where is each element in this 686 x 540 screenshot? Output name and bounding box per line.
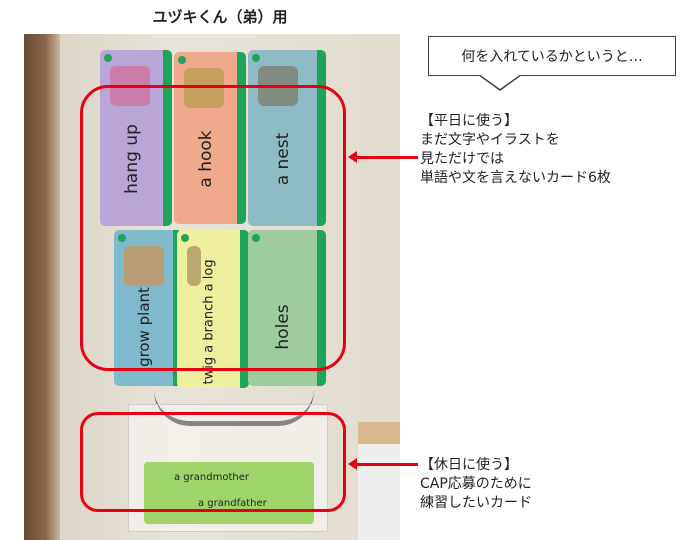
bubble-tail-fill [479,74,521,89]
card-text: a grandfather [198,498,267,509]
flash-card: a hook [174,52,246,224]
weekday-highlight [80,85,346,371]
speech-bubble: 何を入れているかというと… [428,36,676,76]
bag-card: a grandmother a grandfather [144,462,314,524]
note-line: CAP応募のために [420,476,532,492]
weekday-note: 【平日に使う】 まだ文字やイラストを 見ただけでは 単語や文を言えないカード6枚 [420,112,611,188]
flash-card: holes [248,230,326,386]
flash-card: hang up [100,50,172,226]
holiday-highlight [80,412,346,512]
table-corner [358,422,400,540]
holiday-note: 【休日に使う】 CAP応募のために 練習したいカード [420,456,532,513]
flash-card: a twig a branch a log [177,230,249,388]
arrow-icon [348,458,418,470]
note-line: まだ文字やイラストを [420,132,560,148]
arrow-icon [348,151,418,163]
door-frame [24,34,60,540]
note-line: 見ただけでは [420,151,504,167]
note-line: 練習したいカード [420,495,532,511]
note-line: 【休日に使う】 [420,457,518,473]
page-title: ユヅキくん（弟）用 [152,8,288,26]
bag-strap [154,390,314,426]
note-line: 【平日に使う】 [420,113,518,129]
flash-card: a nest [248,50,326,226]
card-text: a grandmother [174,472,249,483]
note-line: 単語や文を言えないカード6枚 [420,170,611,186]
